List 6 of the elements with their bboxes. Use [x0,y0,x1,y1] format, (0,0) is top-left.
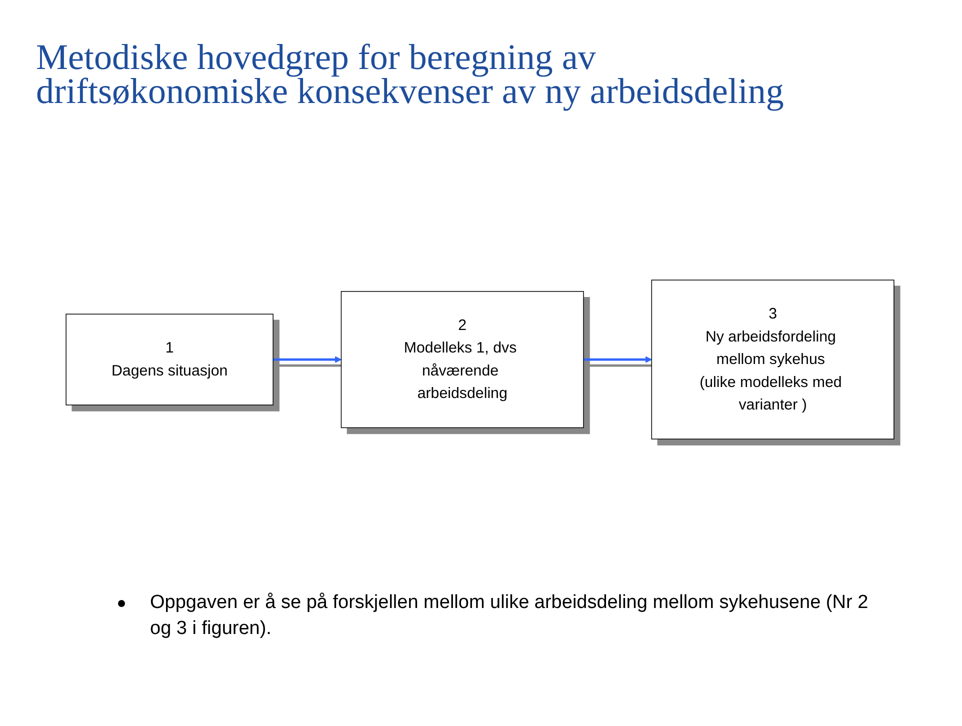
arrow [273,356,342,364]
node-box: 1 Dagens situasjon [66,314,274,406]
node-box: 2 Modelleks 1, dvs nåværende arbeidsdeling [340,291,584,429]
bullet-text: Oppgaven er å se på forskjellen mellom ulike arbeidsdeling mellom sykehusene (Nr 2 og 3 i figuren). [150,591,870,641]
node-box: 3 Ny arbeidsfordeling mellom sykehus (ulike modelleks med varianter ) [651,280,894,440]
arrow [584,356,652,364]
